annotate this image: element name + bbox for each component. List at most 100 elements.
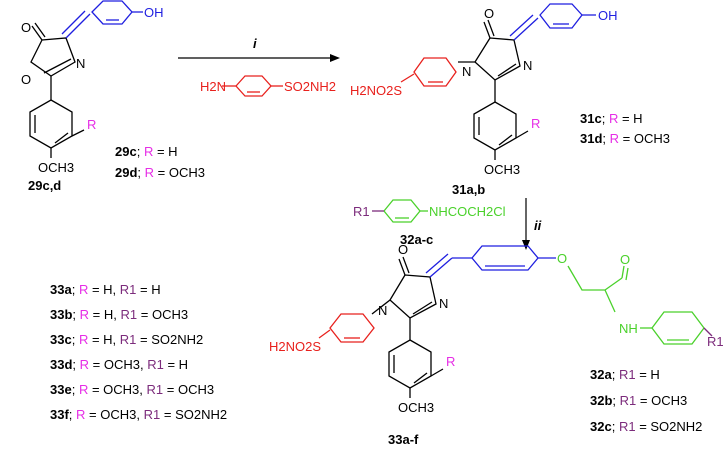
reagent-ii-chain: NHCOCH2Cl	[429, 204, 506, 219]
variant-33b: 33b; R = H, R1 = OCH3	[50, 307, 188, 322]
methoxyphenyl-inner-31b	[498, 134, 513, 146]
variant-29c: 29c; R = H	[115, 144, 178, 159]
compound-33-amide-nh: NH	[619, 321, 638, 336]
compound-33-structure	[318, 245, 713, 398]
variant-33c: 33c; R = H, R1 = SO2NH2	[50, 332, 203, 347]
reagent-ii-r1: R1	[353, 204, 370, 219]
arrow-ii-head	[522, 240, 530, 250]
methoxyphenyl-inner-33b	[413, 372, 428, 384]
benzylidene-bond-33b	[425, 253, 449, 274]
sulfanilamide-ring	[235, 75, 272, 97]
amide-n-bond	[604, 289, 616, 313]
methoxyphenyl-ring-33	[388, 339, 432, 389]
sulfonamide-s-bond-33	[318, 329, 331, 339]
compound-33-n3: N	[439, 296, 448, 311]
compound-33-label: 33a-f	[388, 432, 419, 447]
methoxyphenyl-ring	[29, 99, 73, 149]
compound-32-variant-legend: 32a; R1 = H 32b; R1 = OCH3 32c; R1 = SO2…	[590, 367, 702, 434]
variant-29d: 29d; R = OCH3	[115, 165, 205, 180]
variant-33f: 33f; R = OCH3, R1 = SO2NH2	[50, 407, 227, 422]
acetamide-linker	[567, 265, 623, 291]
reaction-arrow-i	[178, 54, 340, 62]
variant-33e: 33e; R = OCH3, R1 = OCH3	[50, 382, 214, 397]
imidazolone-co2	[487, 19, 495, 37]
compound-33-carbonyl-o: O	[398, 242, 408, 257]
compound-29-structure	[29, 0, 143, 158]
anilide-ring-33	[651, 311, 705, 345]
r-bond-31	[515, 130, 529, 139]
r1-bond-33	[703, 327, 713, 337]
compound-31-label: 31a,b	[452, 182, 485, 197]
reaction-arrow-ii	[522, 198, 530, 250]
compound-31-hydroxyl: OH	[598, 8, 618, 23]
benzylidene-bond2	[61, 10, 86, 35]
reagent-amine: H2N	[200, 79, 226, 94]
r-substituent-bond	[71, 129, 85, 137]
sulfonamide-phenyl-ring-31	[413, 57, 457, 87]
benzylidene-bond-33	[429, 257, 453, 278]
compound-33-amide-o: O	[620, 252, 630, 267]
compound-29-ring-o: O	[21, 72, 31, 87]
oxazolone-cn-double	[43, 58, 72, 74]
r-bond-33	[430, 368, 444, 377]
oxazolone-co-bond	[31, 25, 43, 41]
compound-31-carbonyl-o: O	[484, 6, 494, 21]
reagent-chloroacetamide	[372, 199, 428, 223]
compound-29-label: 29c,d	[28, 178, 61, 193]
imidazolone-co	[483, 21, 491, 39]
sulfonamide-s-bond-31	[400, 73, 415, 83]
oxazolone-ring	[30, 37, 76, 77]
imidazolone-ring	[474, 37, 521, 81]
compound-29-hydroxyl: OH	[144, 5, 164, 20]
variant-33a: 33a; R = H, R1 = H	[50, 282, 161, 297]
imidazolone-cn-double	[497, 63, 517, 77]
compound-33-ether-o: O	[557, 251, 567, 266]
compound-33-variant-legend: 33a; R = H, R1 = H 33b; R = H, R1 = OCH3 3…	[50, 282, 227, 422]
imidazolone-co-33	[398, 258, 406, 276]
methoxyphenyl-inner2	[54, 132, 69, 144]
compound-33-methoxy: OCH3	[398, 400, 434, 415]
imidazolone-ring-33	[389, 274, 437, 319]
variant-31c: 31c; R = H	[580, 111, 643, 126]
compound-33-n1: N	[378, 303, 387, 318]
compound-29-r-label: R	[87, 117, 96, 132]
compound-29-methoxy: OCH3	[38, 160, 74, 175]
variant-32c: 32c; R1 = SO2NH2	[590, 419, 702, 434]
variant-32b: 32b; R1 = OCH3	[590, 393, 687, 408]
chloroacetamide-ring	[383, 199, 421, 223]
imidazolone-co2-33	[402, 256, 410, 274]
reagent-sulfanilamide	[222, 75, 283, 97]
compound-31-structure	[400, 3, 596, 160]
compound-31-variant-legend: 31c; R = H 31d; R = OCH3	[580, 111, 670, 146]
imidazolone-cn-double-33	[412, 301, 433, 315]
compound-33-r-label: R	[446, 354, 455, 369]
compound-31-n3: N	[523, 58, 532, 73]
step-i-label: i	[253, 36, 257, 51]
compound-29-ring-n: N	[76, 56, 85, 71]
compound-33-r1-label: R1	[707, 334, 724, 349]
benzylidene-bond-31b	[509, 14, 534, 37]
amide-co-bond	[621, 265, 625, 279]
compound-31-r-label: R	[531, 116, 540, 131]
n1-aryl-bond-33	[371, 299, 391, 315]
reagent-sulfonamide: SO2NH2	[284, 79, 336, 94]
sulfonamide-phenyl-ring-33	[329, 313, 375, 343]
reagent-ii-label: 32a-c	[400, 232, 433, 247]
benzylidene-bond-31	[513, 17, 539, 41]
methoxyphenyl-ring-31	[473, 101, 517, 151]
compound-31-methoxy: OCH3	[484, 162, 520, 177]
compound-31-n1: N	[462, 64, 471, 79]
compound-29-variant-legend: 29c; R = H 29d; R = OCH3	[115, 144, 205, 180]
amide-co-bond2	[625, 267, 629, 281]
step-ii-label: ii	[534, 218, 542, 233]
arrow-i-head	[330, 54, 340, 62]
variant-31d: 31d; R = OCH3	[580, 131, 670, 146]
benzylidene-bond	[65, 13, 91, 39]
oxazolone-co-bond2	[34, 22, 46, 38]
compound-29-carbonyl-o: O	[21, 20, 31, 35]
compound-33-sulfonamide: H2NO2S	[269, 339, 321, 354]
compound-31-sulfonamide: H2NO2S	[350, 83, 402, 98]
variant-33d: 33d; R = OCH3, R1 = H	[50, 357, 188, 372]
variant-32a: 32a; R1 = H	[590, 367, 660, 382]
